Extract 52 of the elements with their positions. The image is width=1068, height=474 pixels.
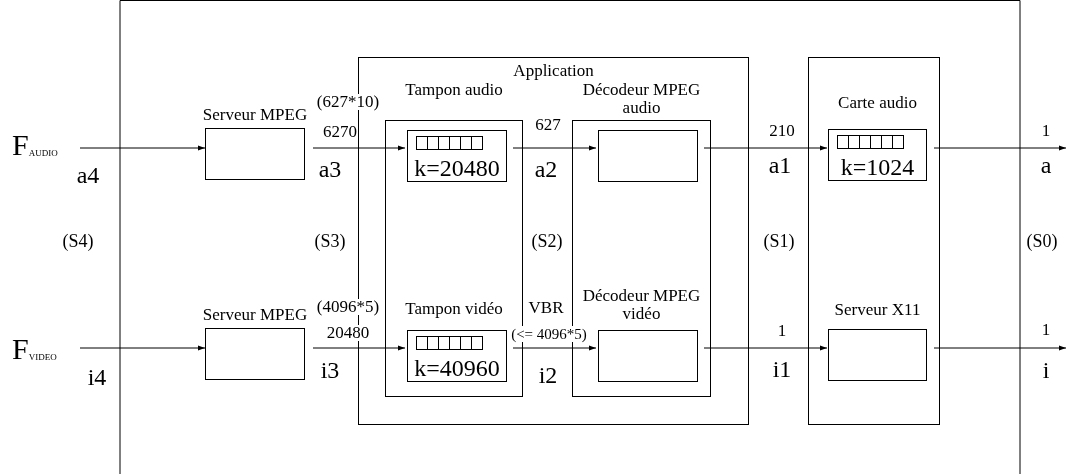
- arrow: [703, 345, 828, 351]
- edge-label: a3: [318, 159, 342, 179]
- stage-label: (S0): [1026, 233, 1058, 249]
- edge-label: i1: [772, 359, 792, 379]
- container-box: [808, 57, 940, 425]
- box-heading: Carte audio: [838, 94, 917, 112]
- buffer-capacity: k=40960: [413, 356, 501, 381]
- edge-label: i3: [320, 360, 340, 380]
- box-heading: Serveur X11: [834, 301, 921, 319]
- arrow: [79, 145, 206, 151]
- box-heading: Tampon vidéo: [405, 300, 503, 318]
- rate-value: 6270: [323, 124, 357, 140]
- arrow: [312, 345, 406, 351]
- edge-label: a2: [534, 159, 558, 179]
- stage-label: (S1): [763, 233, 795, 249]
- box-heading: Décodeur MPEG vidéo: [581, 287, 702, 323]
- rate-value: 1: [1041, 123, 1051, 139]
- rate-value: 1: [777, 323, 787, 339]
- buffer-capacity: k=20480: [413, 156, 501, 181]
- edge-label: i2: [538, 365, 558, 385]
- arrow: [512, 345, 597, 351]
- arrow: [703, 145, 828, 151]
- arrow: [512, 145, 597, 151]
- box-heading: Décodeur MPEG audio: [581, 81, 702, 117]
- rate-annotation: (<= 4096*5): [511, 326, 587, 342]
- edge-label: a4: [76, 165, 100, 185]
- stage-label: (S3): [314, 233, 346, 249]
- stage-label: (S2): [531, 233, 563, 249]
- process-box: [598, 330, 698, 382]
- rate-annotation: (4096*5): [316, 299, 380, 315]
- arrow: [933, 345, 1067, 351]
- rate-value: VBR: [528, 300, 564, 316]
- box-heading: Application: [513, 62, 594, 80]
- rate-value: 627: [535, 117, 561, 133]
- rate-value: 210: [769, 123, 795, 139]
- edge-label: i: [1042, 360, 1050, 380]
- edge-label: a1: [768, 155, 792, 175]
- rate-annotation: (627*10): [316, 94, 380, 110]
- edge-label: i4: [87, 367, 107, 387]
- arrow: [79, 345, 206, 351]
- box-heading: Serveur MPEG: [202, 106, 308, 124]
- rate-value: 20480: [326, 325, 370, 341]
- stage-label: (S4): [62, 233, 94, 249]
- buffer-box: [407, 130, 507, 182]
- buffer-capacity: k=1024: [839, 155, 916, 180]
- buffer-box: [407, 330, 507, 382]
- arrow: [312, 145, 406, 151]
- arrow: [933, 145, 1067, 151]
- process-box: [598, 130, 698, 182]
- box-heading: Serveur MPEG: [202, 306, 308, 324]
- rate-value: 1: [1041, 322, 1051, 338]
- box-heading: Tampon audio: [405, 81, 503, 99]
